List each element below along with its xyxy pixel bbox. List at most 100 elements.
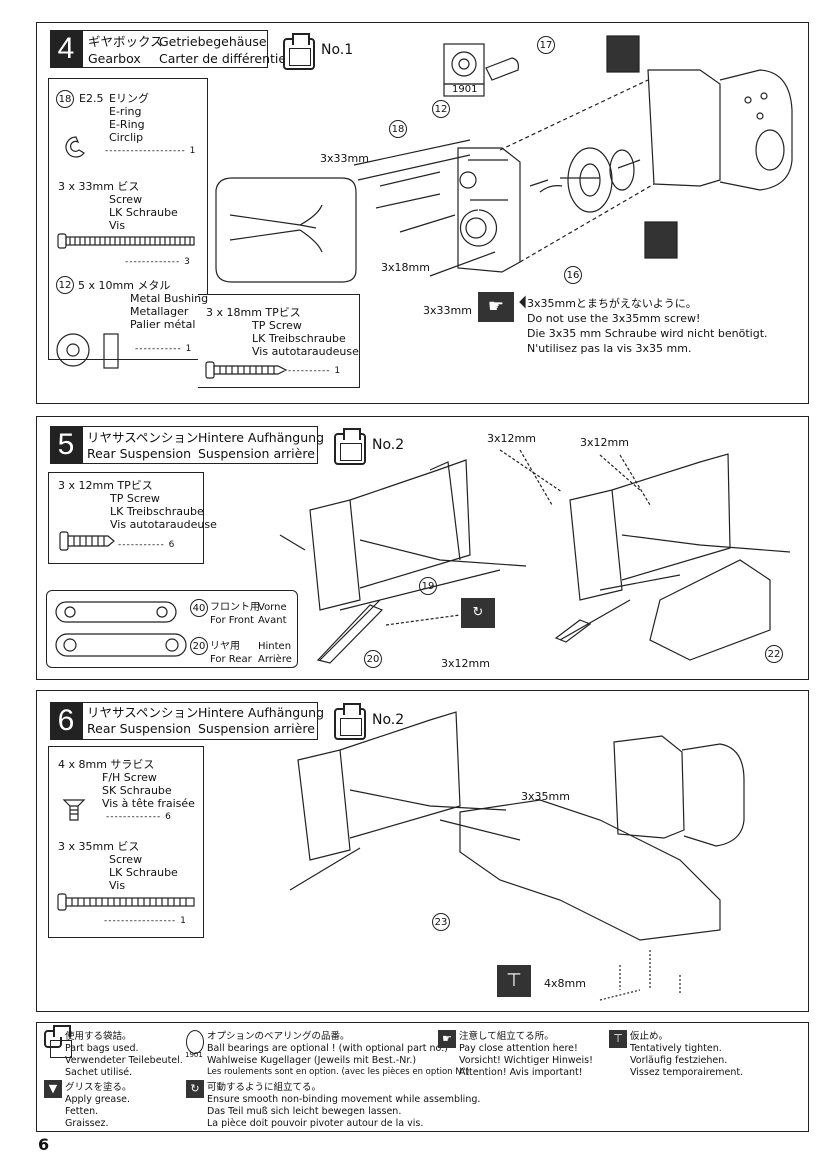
tp18-en: TP Screw	[252, 319, 302, 332]
fh-qty: ------------- 6	[106, 812, 172, 822]
step-5-title-fr: Suspension arrière	[198, 446, 315, 461]
tp12-qty: ----------- 6	[118, 540, 176, 550]
s35-qty: ----------------- 1	[104, 916, 187, 926]
legend-grease-de: Fetten.	[65, 1106, 99, 1117]
tp12-fr: Vis autotaraudeuse	[110, 518, 217, 531]
legend-smooth-de: Das Teil muß sich leicht bewegen lassen.	[207, 1106, 402, 1117]
legend-bearings-de: Wahlweise Kugellager (Jeweils mit Best.-…	[207, 1055, 417, 1066]
legend-attention-de: Vorsicht! Wichtiger Hinweis!	[459, 1055, 593, 1066]
step-6-title-fr: Suspension arrière	[198, 721, 315, 736]
label-3x18: 3x18mm	[381, 261, 430, 274]
legend-bearing-code: 1901	[185, 1051, 203, 1059]
rear-en: For Rear	[210, 654, 252, 665]
step-4-parts-list	[48, 78, 208, 360]
label-3x12-a: 3x12mm	[487, 432, 536, 445]
part-40-callout: 40	[190, 599, 208, 617]
s35-de: LK Schraube	[109, 866, 178, 879]
warn-en: Do not use the 3x35mm screw!	[527, 312, 701, 325]
ering-en: E-ring	[109, 105, 142, 118]
callout-22: 22	[765, 645, 783, 663]
callout-19: 19	[419, 577, 437, 595]
step-6-title-en: Rear Suspension	[87, 721, 192, 736]
legend-tighten-icon: ⊤	[609, 1030, 627, 1048]
bush-qty: ----------- 1	[135, 344, 193, 354]
label-3x33-bottom: 3x33mm	[423, 304, 472, 317]
step-6-panel	[36, 690, 809, 1012]
legend-grease-en: Apply grease.	[65, 1094, 131, 1105]
legend-attention-icon: ☛	[438, 1030, 456, 1048]
ering-fr: Circlip	[109, 131, 144, 144]
legend-smooth-icon: ↻	[186, 1080, 204, 1098]
front-de: Vorne	[258, 602, 287, 613]
part-12-callout: 12	[56, 276, 74, 294]
callout-20: 20	[364, 650, 382, 668]
step-4-number: 4	[50, 30, 82, 68]
step-5-parts-list	[48, 472, 204, 564]
page-number: 6	[38, 1135, 50, 1154]
screw33-en: Screw	[109, 193, 143, 206]
step-6-bag-label: No.2	[372, 712, 405, 728]
legend-smooth-fr: La pièce doit pouvoir pivoter autour de …	[207, 1118, 424, 1129]
tp12-de: LK Treibschraube	[110, 505, 204, 518]
callout-16: 16	[564, 266, 582, 284]
legend-smooth-en: Ensure smooth non-binding movement while…	[207, 1094, 481, 1105]
s35-en: Screw	[109, 853, 143, 866]
fh-jp: 4 x 8mm サラビス	[58, 758, 155, 771]
attention-hand-icon: ☛	[478, 292, 514, 322]
step-4-title-box	[82, 30, 268, 68]
callout-17: 17	[537, 36, 555, 54]
rear-jp: リヤ用	[210, 641, 240, 652]
step-6-number: 6	[50, 702, 82, 740]
step-4-title-en: Gearbox	[88, 51, 141, 66]
legend-bag-icon	[44, 1025, 72, 1058]
part-bag-icon	[334, 703, 366, 740]
ering-qty: ------------------- 1	[105, 146, 197, 156]
legend-tighten-de: Vorläufig festziehen.	[630, 1055, 728, 1066]
step-6-title-de: Hintere Aufhängung	[198, 705, 325, 720]
step-5-panel	[36, 416, 809, 680]
legend-bags-en: Part bags used.	[65, 1043, 139, 1054]
legend-grease-jp: グリスを塗る。	[65, 1082, 132, 1093]
rear-fr: Arrière	[258, 654, 292, 665]
legend-smooth-jp: 可動するように組立てる。	[207, 1082, 322, 1093]
tp18-fr: Vis autotaraudeuse	[252, 345, 359, 358]
legend-bearing-icon	[186, 1030, 204, 1054]
label-3x35: 3x35mm	[521, 790, 570, 803]
callout-18: 18	[389, 120, 407, 138]
ering-de: E-Ring	[109, 118, 145, 131]
step-5-title-box	[82, 426, 318, 464]
fh-de: SK Schraube	[102, 784, 172, 797]
bush-jp: 5 x 10mm メタル	[78, 279, 171, 292]
tp12-en: TP Screw	[110, 492, 160, 505]
legend-bearings-en: Ball bearings are optional ! (with optio…	[207, 1043, 448, 1054]
legend-attention-fr: Attention! Avis important!	[459, 1067, 583, 1078]
label-3x12-c: 3x12mm	[441, 657, 490, 670]
legend-grease-icon: ▼	[44, 1080, 62, 1098]
step-4-bag-label: No.1	[321, 42, 354, 58]
front-jp: フロント用	[210, 602, 260, 613]
screw33-de: LK Schraube	[109, 206, 178, 219]
bush-de: Metallager	[130, 305, 189, 318]
legend-bags-jp: 使用する袋詰。	[65, 1031, 132, 1042]
warn-jp: 3x35mmとまちがえないように。	[527, 297, 697, 310]
step-6-title-jp: リヤサスペンション	[87, 705, 199, 720]
fh-fr: Vis à tête fraisée	[102, 797, 195, 810]
ering-size: E2.5	[79, 92, 104, 105]
step-4-title-fr: Carter de différentiel	[159, 51, 290, 66]
part-18-callout: 18	[56, 90, 74, 108]
rear-de: Hinten	[258, 641, 292, 652]
fh-en: F/H Screw	[102, 771, 157, 784]
label-4x8: 4x8mm	[544, 977, 586, 990]
legend-tighten-fr: Vissez temporairement.	[630, 1067, 744, 1078]
callout-12: 12	[432, 100, 450, 118]
part-20-callout: 20	[190, 637, 208, 655]
part-bag-icon	[334, 428, 366, 465]
callout-23: 23	[432, 913, 450, 931]
step-5-title-jp: リヤサスペンション	[87, 430, 199, 445]
legend-attention-jp: 注意して組立てる所。	[459, 1031, 554, 1042]
tp18-qty: ---------- 1	[288, 366, 342, 376]
legend-bearings-fr: Les roulements sont en option. (avec les…	[207, 1067, 470, 1077]
tighten-icon: ⊤	[497, 965, 531, 997]
screw33-qty: ------------- 3	[125, 257, 191, 267]
tp18-jp: 3 x 18mm TPビス	[206, 306, 301, 319]
